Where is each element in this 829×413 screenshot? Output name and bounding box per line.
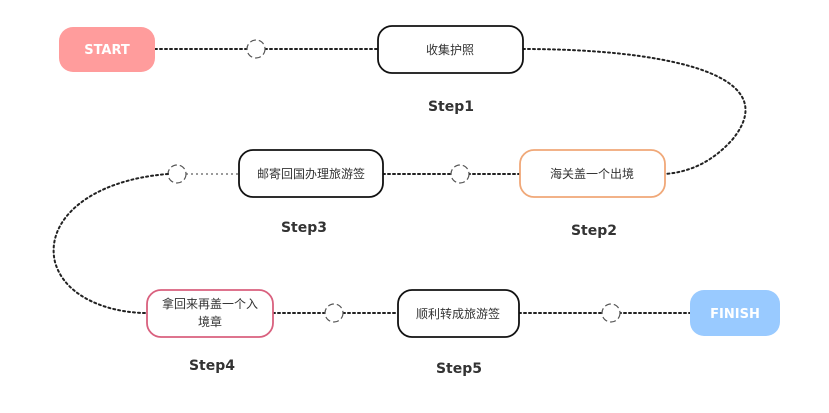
step4-text-line2: 境章 — [198, 314, 222, 329]
step2-node: 海关盖一个出境 — [519, 149, 666, 198]
start-label: START — [84, 43, 130, 58]
start-terminal: START — [59, 27, 155, 72]
connector-node-circle — [246, 39, 266, 59]
step1-box — [377, 25, 524, 74]
step3-text: 邮寄回国办理旅游签 — [257, 166, 365, 181]
connector-step1-step2 — [522, 48, 747, 175]
connector-node-circle — [324, 303, 344, 323]
step5-box — [397, 289, 520, 338]
step4-box — [146, 289, 274, 338]
step4-node: 拿回来再盖一个入 境章 — [146, 289, 274, 338]
step3-box — [238, 149, 384, 198]
step1-text: 收集护照 — [426, 42, 474, 57]
step4-label: Step4 — [189, 358, 235, 374]
step5-node: 顺利转成旅游签 — [397, 289, 520, 338]
finish-terminal-shape — [690, 290, 780, 336]
step2-text: 海关盖一个出境 — [550, 166, 634, 181]
step4-text-line1: 拿回来再盖一个入 — [162, 296, 258, 311]
connector-node-circle — [167, 164, 187, 184]
step2-box — [519, 149, 666, 198]
step2-label: Step2 — [571, 223, 617, 239]
connector-node-circle — [601, 303, 621, 323]
connector-step3-step4 — [52, 173, 169, 314]
step1-node: 收集护照 — [377, 25, 524, 74]
step3-node: 邮寄回国办理旅游签 — [238, 149, 384, 198]
step5-text: 顺利转成旅游签 — [416, 306, 500, 321]
step5-label: Step5 — [436, 361, 482, 377]
finish-label: FINISH — [710, 307, 760, 322]
step1-label: Step1 — [428, 99, 474, 115]
step3-label: Step3 — [281, 220, 327, 236]
start-terminal-shape — [59, 27, 155, 72]
finish-terminal: FINISH — [690, 290, 780, 336]
connector-node-circle — [450, 164, 470, 184]
